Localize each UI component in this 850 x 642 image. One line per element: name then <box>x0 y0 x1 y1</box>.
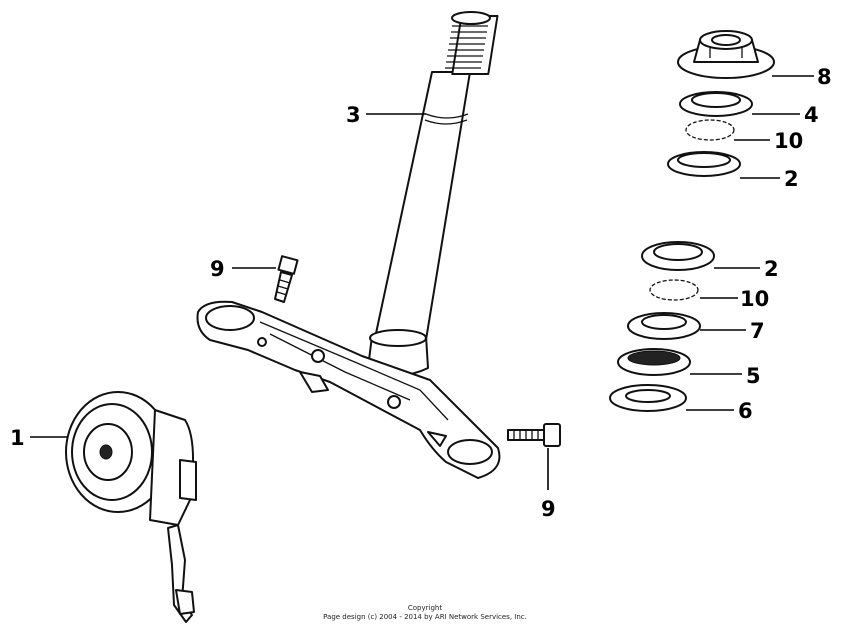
callout-labels: 3 1 9 9 8 4 10 2 2 10 7 5 6 <box>10 65 832 521</box>
callout-5: 5 <box>746 364 761 388</box>
callout-2-upper: 2 <box>784 167 799 191</box>
bearing-race-upper-outer <box>667 151 741 177</box>
callout-3: 3 <box>346 103 361 127</box>
callout-7: 7 <box>750 319 765 343</box>
bottom-cone-race <box>627 312 701 340</box>
bearing-race-lower-outer <box>641 241 715 271</box>
steering-stem-nut <box>677 30 775 79</box>
copyright-line: Page design (c) 2004 - 2014 by ARI Netwo… <box>323 613 527 621</box>
bolt-left <box>274 255 299 303</box>
horn <box>65 391 197 623</box>
callout-9-left: 9 <box>210 257 225 281</box>
copyright-notice: Copyright Page design (c) 2004 - 2014 by… <box>0 604 850 622</box>
callout-10-upper: 10 <box>774 129 803 153</box>
top-cone-race <box>679 91 753 117</box>
callout-8: 8 <box>817 65 832 89</box>
steel-balls-upper <box>685 119 735 141</box>
callout-2-lower: 2 <box>764 257 779 281</box>
leader-lines <box>30 75 814 490</box>
bolt-right <box>507 423 561 447</box>
callout-6: 6 <box>738 399 753 423</box>
dust-seal <box>617 348 691 376</box>
callout-9-right: 9 <box>541 497 556 521</box>
copyright-title: Copyright <box>407 604 443 612</box>
bottom-bridge <box>196 300 501 479</box>
steel-balls-lower <box>649 279 699 301</box>
dust-seal-washer <box>609 384 687 412</box>
callout-10-lower: 10 <box>740 287 769 311</box>
callout-1: 1 <box>10 426 25 450</box>
callout-4: 4 <box>804 103 819 127</box>
steering-stem <box>367 11 499 376</box>
